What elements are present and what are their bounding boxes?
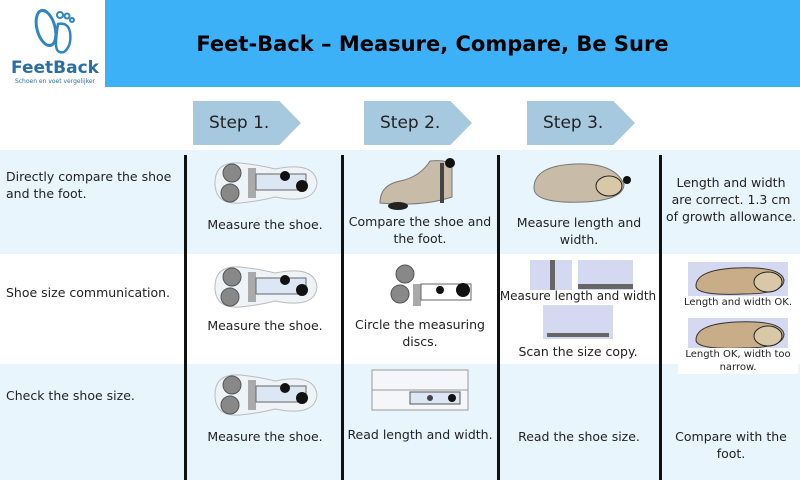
foot-measure-image: [533, 163, 631, 203]
cell-text: Measure length and width: [499, 289, 657, 303]
cell-text: Scan the size copy.: [518, 344, 638, 359]
divider: [659, 155, 662, 480]
divider: [184, 155, 187, 480]
size-chart-image: [371, 369, 469, 411]
cell-text: Compare the shoe and the foot.: [348, 214, 492, 246]
size-copy-image: [543, 305, 613, 339]
step-1-arrow: Step 1.: [193, 101, 301, 145]
cell-text: Measure the shoe.: [207, 217, 323, 232]
cell-text: Length and width OK.: [683, 297, 792, 308]
cell-text: Read length and width.: [347, 427, 493, 442]
feetback-logo: FeetBack Schoen en voet vergelijker: [10, 8, 100, 88]
foot-ok-image: [688, 262, 788, 296]
size-copy-image: [530, 260, 633, 290]
cell-text: Circle the measuring discs.: [355, 317, 485, 349]
measuring-device-image: [214, 374, 318, 416]
cell-text: Length OK, width too narrow.: [678, 348, 798, 374]
measuring-device-image: [214, 266, 318, 308]
logo-tagline: Schoen en voet vergelijker: [14, 78, 96, 85]
cell-text: Length and width are correct. 1.3 cm of …: [665, 175, 797, 224]
foot-on-device-image: [379, 158, 455, 210]
row-label: Directly compare the shoe and the foot.: [6, 169, 172, 201]
measuring-device-image: [214, 162, 318, 204]
row-label: Check the shoe size.: [6, 388, 135, 403]
page-title: Feet-Back – Measure, Compare, Be Sure: [196, 31, 669, 56]
cell-text: Measure length and width.: [516, 215, 642, 247]
cell-text: Read the shoe size.: [518, 429, 640, 444]
feet-logo-icon: [34, 8, 75, 54]
step-3-arrow: Step 3.: [527, 101, 635, 145]
cell-text: Measure the shoe.: [207, 429, 323, 444]
divider: [341, 155, 344, 480]
header-banner: Feet-Back – Measure, Compare, Be Sure: [105, 0, 800, 87]
cell-text: Compare with the foot.: [675, 429, 787, 461]
cell-text: Measure the shoe.: [207, 318, 323, 333]
divider: [497, 155, 500, 480]
row-label: Shoe size communication.: [6, 285, 171, 300]
foot-narrow-image: [688, 318, 788, 348]
step-2-arrow: Step 2.: [364, 101, 472, 145]
logo-name: FeetBack: [11, 58, 99, 78]
measuring-discs-image: [390, 264, 472, 306]
